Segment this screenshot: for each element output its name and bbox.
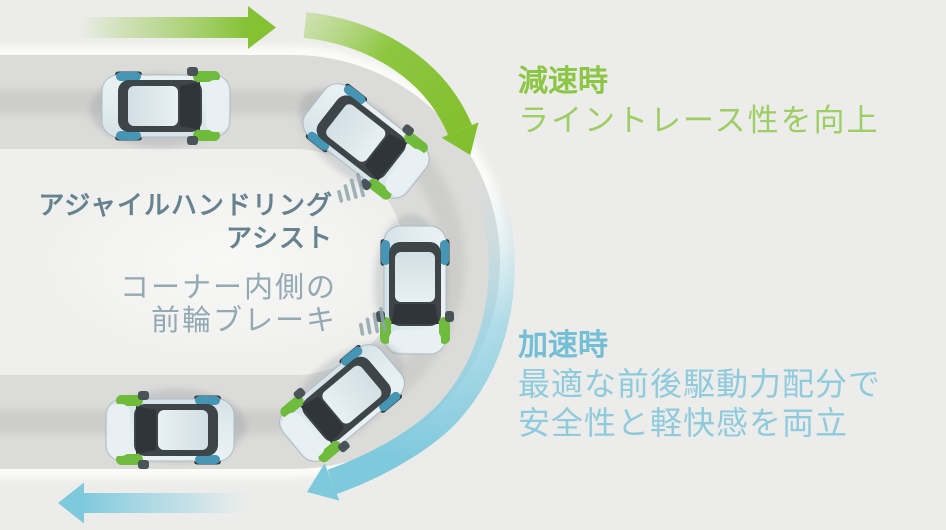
car-apex <box>374 214 454 354</box>
feature-title-line2: アシスト <box>226 224 333 254</box>
deceleration-heading: 減速時 <box>518 64 608 99</box>
feature-subtitle-line2: 前輪ブレーキ <box>150 303 337 337</box>
acceleration-body-line1: 最適な前後駆動力配分で <box>518 365 882 403</box>
feature-subtitle: コーナー内側の 前輪ブレーキ <box>120 271 337 337</box>
exit-arrow <box>58 482 252 524</box>
feature-title: アジャイルハンドリング アシスト <box>38 190 333 256</box>
acceleration-arc-arrow <box>307 179 515 501</box>
feature-subtitle-line1: コーナー内側の <box>119 270 337 304</box>
acceleration-heading: 加速時 <box>518 328 608 363</box>
acceleration-annotation: 加速時 最適な前後駆動力配分で 安全性と軽快感を両立 <box>518 328 881 442</box>
deceleration-annotation: 減速時 ライントレース性を向上 <box>518 64 879 139</box>
entry-arrow <box>80 6 276 49</box>
acceleration-body-line2: 安全性と軽快感を両立 <box>518 404 849 442</box>
deceleration-body: ライントレース性を向上 <box>518 103 880 139</box>
car-straight-exit <box>106 389 246 469</box>
car-corner-entry <box>90 67 230 147</box>
deceleration-arc-arrow <box>303 12 479 155</box>
feature-title-line1: アジャイルハンドリング <box>38 191 333 221</box>
